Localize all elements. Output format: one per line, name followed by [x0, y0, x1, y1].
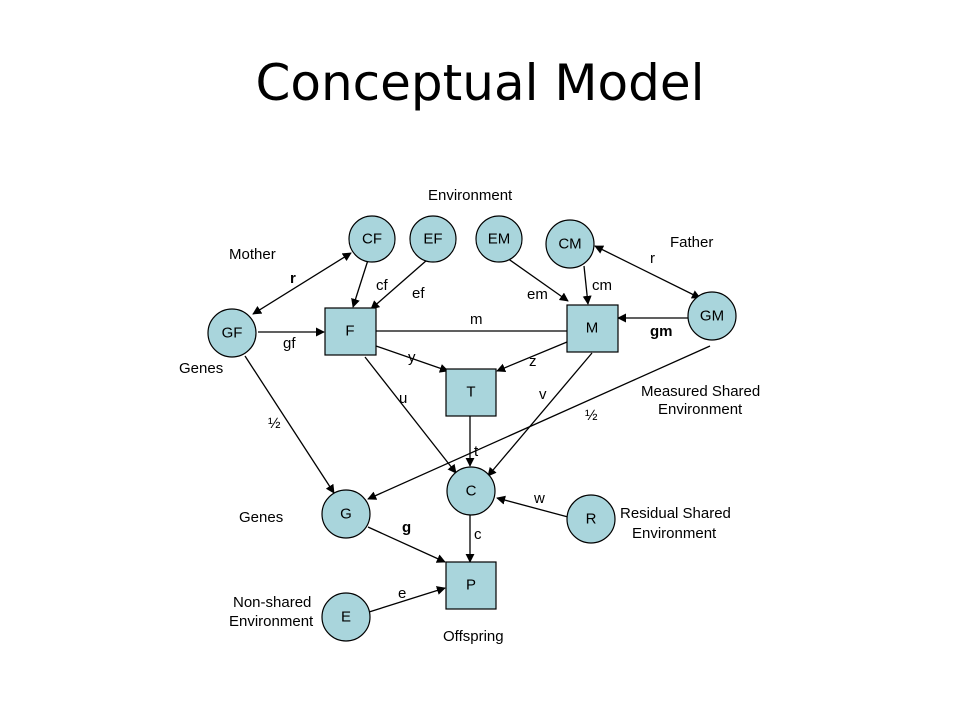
edge-label-z: z	[529, 353, 537, 370]
edge-gm-g	[367, 345, 711, 500]
node-f-label: F	[345, 323, 354, 340]
node-g: G	[321, 489, 371, 539]
edge-r-c	[496, 495, 569, 518]
edge-label-r-right: r	[650, 250, 655, 267]
node-m-label: M	[586, 320, 599, 337]
node-gf: GF	[207, 308, 257, 358]
edge-label-em: em	[527, 286, 548, 303]
edge-m-c	[487, 352, 593, 477]
nodes: CF EF EM CM GF F M GM	[207, 215, 737, 642]
edge-cf-f	[351, 259, 369, 308]
edge-label-half-left: ½	[268, 415, 281, 432]
residual-shared-env-line1: Residual Shared	[620, 505, 731, 522]
genes-parent-label: Genes	[179, 360, 223, 377]
node-cm: CM	[545, 219, 595, 269]
genes-child-label: Genes	[239, 509, 283, 526]
edge-label-cm: cm	[592, 277, 612, 294]
node-r: R	[566, 494, 616, 544]
node-cf: CF	[348, 215, 396, 263]
node-r-label: R	[586, 511, 597, 528]
node-c: C	[446, 466, 496, 516]
edge-g-p	[367, 526, 446, 563]
edge-label-w: w	[533, 490, 545, 507]
node-f: F	[324, 307, 377, 356]
environment-label: Environment	[428, 187, 513, 204]
annotations: Environment Mother Father Genes Measured…	[179, 187, 760, 645]
edge-m-t	[496, 341, 568, 373]
node-t-label: T	[466, 384, 475, 401]
edge-e-p	[368, 586, 446, 613]
edge-label-gm: gm	[650, 323, 673, 340]
node-t: T	[445, 368, 497, 417]
edge-cm-m	[582, 265, 592, 305]
measured-shared-env-line2: Environment	[658, 401, 743, 418]
node-gm-label: GM	[700, 308, 724, 325]
nonshared-env-line2: Environment	[229, 613, 314, 630]
edge-label-gf: gf	[283, 335, 296, 352]
edge-label-cf: cf	[376, 277, 389, 294]
edge-gf-cf	[252, 252, 352, 315]
node-em-label: EM	[488, 231, 511, 248]
node-em: EM	[475, 215, 523, 263]
measured-shared-env-line1: Measured Shared	[641, 383, 760, 400]
node-gm: GM	[687, 291, 737, 341]
edge-label-y: y	[408, 349, 416, 366]
edge-label-half-right: ½	[585, 407, 598, 424]
node-ef: EF	[409, 215, 457, 263]
edge-label-g: g	[402, 519, 411, 536]
edge-label-r-left: r	[290, 270, 296, 287]
node-cf-label: CF	[362, 231, 382, 248]
mother-label: Mother	[229, 246, 276, 263]
node-gf-label: GF	[222, 325, 243, 342]
nonshared-env-line1: Non-shared	[233, 594, 311, 611]
edge-ef-f	[370, 259, 428, 310]
edge-cm-gm	[594, 245, 701, 299]
node-ef-label: EF	[423, 231, 442, 248]
edge-label-e: e	[398, 585, 406, 602]
edge-f-t	[375, 345, 449, 373]
node-p: P	[445, 561, 497, 610]
node-g-label: G	[340, 506, 352, 523]
edge-f-c	[364, 356, 457, 474]
edge-label-v: v	[539, 386, 547, 403]
residual-shared-env-line2: Environment	[632, 525, 717, 542]
node-e-label: E	[341, 609, 351, 626]
edge-label-t: t	[474, 443, 479, 460]
offspring-label: Offspring	[443, 628, 504, 645]
node-c-label: C	[466, 483, 477, 500]
node-p-label: P	[466, 577, 476, 594]
edge-label-ef: ef	[412, 285, 425, 302]
node-e: E	[321, 592, 371, 642]
father-label: Father	[670, 234, 713, 251]
node-cm-label: CM	[558, 236, 581, 253]
node-m: M	[566, 304, 619, 353]
edge-label-m: m	[470, 311, 483, 328]
slide-title: Conceptual Model	[255, 54, 705, 112]
edge-label-c: c	[474, 526, 482, 543]
edge-label-u: u	[399, 390, 407, 407]
edge-labels: r cf ef em cm r gf m gm y z u v ½ ½ t w …	[268, 250, 673, 602]
edges	[244, 245, 711, 613]
edge-gf-g	[244, 355, 335, 494]
edge-em-m	[506, 257, 569, 302]
